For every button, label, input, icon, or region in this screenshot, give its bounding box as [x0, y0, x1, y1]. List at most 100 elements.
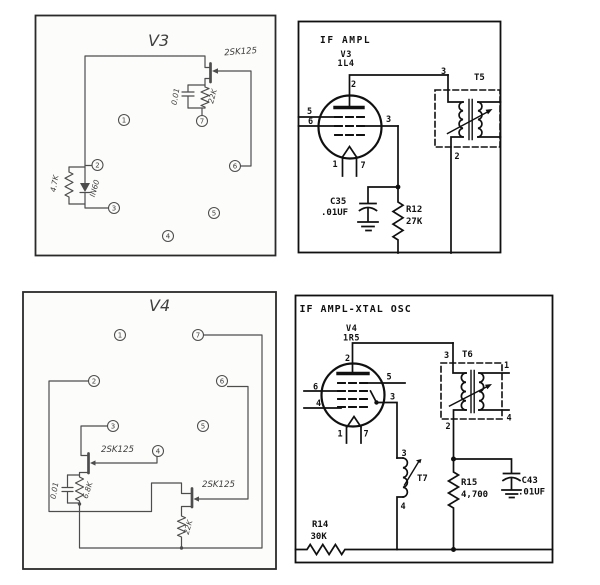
gate-arrow-icon — [193, 496, 199, 502]
pin2-label: 2 — [351, 80, 356, 90]
svg-text:6: 6 — [233, 163, 238, 171]
t6-pin4-label: 4 — [507, 414, 512, 424]
t6-pin1-label: 1 — [504, 361, 509, 371]
panel-v4-schematic: IF AMPL-XTAL OSC V4 1R5 2 5 6 4 3 1 7 — [294, 294, 554, 564]
svg-text:5: 5 — [201, 423, 205, 431]
pin1-label: 1 — [338, 430, 343, 440]
tube-1l4: 2 5 6 3 1 7 — [297, 74, 449, 177]
v4-stage-title: IF AMPL-XTAL OSC — [300, 304, 412, 315]
jfet-q1-v3 — [84, 55, 252, 168]
socket-pin-1: 1 — [113, 328, 127, 342]
res-47k-label: 4.7K — [49, 173, 61, 192]
socket-pin-3: 3 — [107, 201, 121, 215]
svg-text:2: 2 — [95, 162, 99, 170]
socket-pin-2: 2 — [91, 158, 104, 172]
v4-layout-border — [22, 291, 277, 570]
pin3-label: 3 — [386, 115, 391, 125]
pin6-label: 6 — [308, 117, 313, 127]
coil-t7: 3 T7 4 — [396, 449, 428, 551]
q1-fet-label: 2SK125 — [101, 445, 134, 455]
t7-name: T7 — [417, 474, 428, 484]
svg-text:7: 7 — [200, 118, 204, 126]
jfet-q2-v4: 2SK125 22K — [48, 380, 249, 550]
v4-tube-ref: V4 — [346, 324, 357, 334]
tuning-arrow-icon — [485, 109, 493, 115]
t7-pin4-label: 4 — [401, 502, 406, 512]
v3-schematic-border — [297, 20, 502, 254]
socket-pin-7: 7 — [195, 114, 209, 128]
cap-001-label: 0.01 — [170, 87, 182, 105]
t6-name: T6 — [462, 350, 473, 360]
jfet-q1-v4: 2SK125 — [78, 425, 158, 476]
pin2-label: 2 — [345, 354, 350, 364]
pin5-label: 5 — [307, 107, 312, 117]
pin5-label: 5 — [387, 373, 392, 383]
socket-pin-5: 5 — [196, 419, 210, 433]
panel-v3-layout: V3 2SK125 0.01 22K 4.7K IN60 1 7 2 — [34, 14, 277, 257]
v4-tube-type: 1R5 — [343, 334, 360, 344]
tuning-arrow-icon — [485, 384, 492, 390]
svg-text:4: 4 — [156, 448, 161, 456]
socket-pin-6: 6 — [215, 374, 229, 388]
v3-tube-type: 1L4 — [338, 59, 355, 69]
socket-pin-3: 3 — [106, 419, 120, 433]
pin1-label: 1 — [333, 160, 338, 170]
t6-pin2-label: 2 — [446, 422, 451, 432]
svg-text:1: 1 — [118, 332, 122, 340]
capacitor-c43: C43 .01UF — [452, 458, 545, 499]
svg-text:3: 3 — [111, 423, 115, 431]
tube-1r5: 2 5 6 4 3 1 7 — [303, 342, 454, 459]
socket-pin-7: 7 — [191, 328, 205, 342]
r14-value: 30K — [311, 532, 328, 542]
t5-name: T5 — [474, 73, 485, 83]
socket-pin-1: 1 — [117, 113, 131, 127]
socket-pin-2: 2 — [87, 374, 101, 388]
panel-v3-schematic: IF AMPL V3 1L4 2 5 6 3 1 7 C35 .01UF — [297, 20, 502, 254]
tuning-arrow-icon — [415, 459, 422, 464]
svg-text:4: 4 — [166, 233, 171, 241]
c43-ref: C43 — [522, 476, 538, 486]
t7-pin3-label: 3 — [402, 449, 407, 459]
r12-ref: R12 — [406, 205, 422, 215]
pin7-label: 7 — [361, 161, 366, 171]
svg-text:5: 5 — [212, 210, 216, 218]
v4-schematic-border — [294, 294, 554, 564]
socket-pin-4: 4 — [161, 229, 175, 243]
svg-text:2: 2 — [92, 378, 96, 386]
svg-text:3: 3 — [112, 205, 116, 213]
svg-text:1: 1 — [122, 117, 126, 125]
pin3-label: 3 — [390, 393, 395, 403]
junction-dot — [77, 502, 82, 506]
source-network-v3: 0.01 22K — [170, 84, 219, 117]
transformer-t6: 3 T6 2 1 4 — [440, 342, 512, 460]
resistor-r14-bottom-bus: R14 30K — [294, 520, 554, 557]
pin4-label: 4 — [316, 399, 321, 409]
svg-text:6: 6 — [220, 378, 225, 386]
t5-pin2-label: 2 — [455, 152, 460, 162]
panel-v4-layout: V4 2SK125 0.01 6.8K 2SK125 22K — [22, 291, 277, 570]
transformer-t5: 3 T5 2 — [434, 67, 502, 254]
resistor-r15: R15 4,700 — [446, 458, 488, 551]
capacitor-c35: C35 .01UF — [321, 186, 399, 232]
r15-ref: R15 — [461, 478, 477, 488]
v3-stage-title: IF AMPL — [320, 35, 371, 46]
r14-ref: R14 — [312, 520, 329, 530]
socket-pin-6: 6 — [228, 159, 242, 173]
pin6-label: 6 — [313, 383, 318, 393]
v3-fet-label: 2SK125 — [224, 46, 258, 58]
grid-junction-dot — [374, 400, 379, 405]
res-22k-label: 22K — [182, 518, 195, 536]
resistor-r12: R12 27K — [391, 186, 423, 254]
diode-icon — [80, 183, 90, 192]
gate-arrow-icon — [90, 460, 96, 466]
r15-value: 4,700 — [461, 490, 488, 500]
v4-layout-title: V4 — [149, 296, 170, 315]
v3-layout-title: V3 — [148, 31, 169, 50]
r12-value: 27K — [406, 217, 423, 227]
t6-pin3-label: 3 — [444, 351, 449, 361]
socket-pin-5: 5 — [207, 206, 221, 220]
socket-pin-4: 4 — [151, 444, 165, 458]
v3-tube-ref: V3 — [341, 50, 352, 60]
svg-text:7: 7 — [196, 332, 200, 340]
